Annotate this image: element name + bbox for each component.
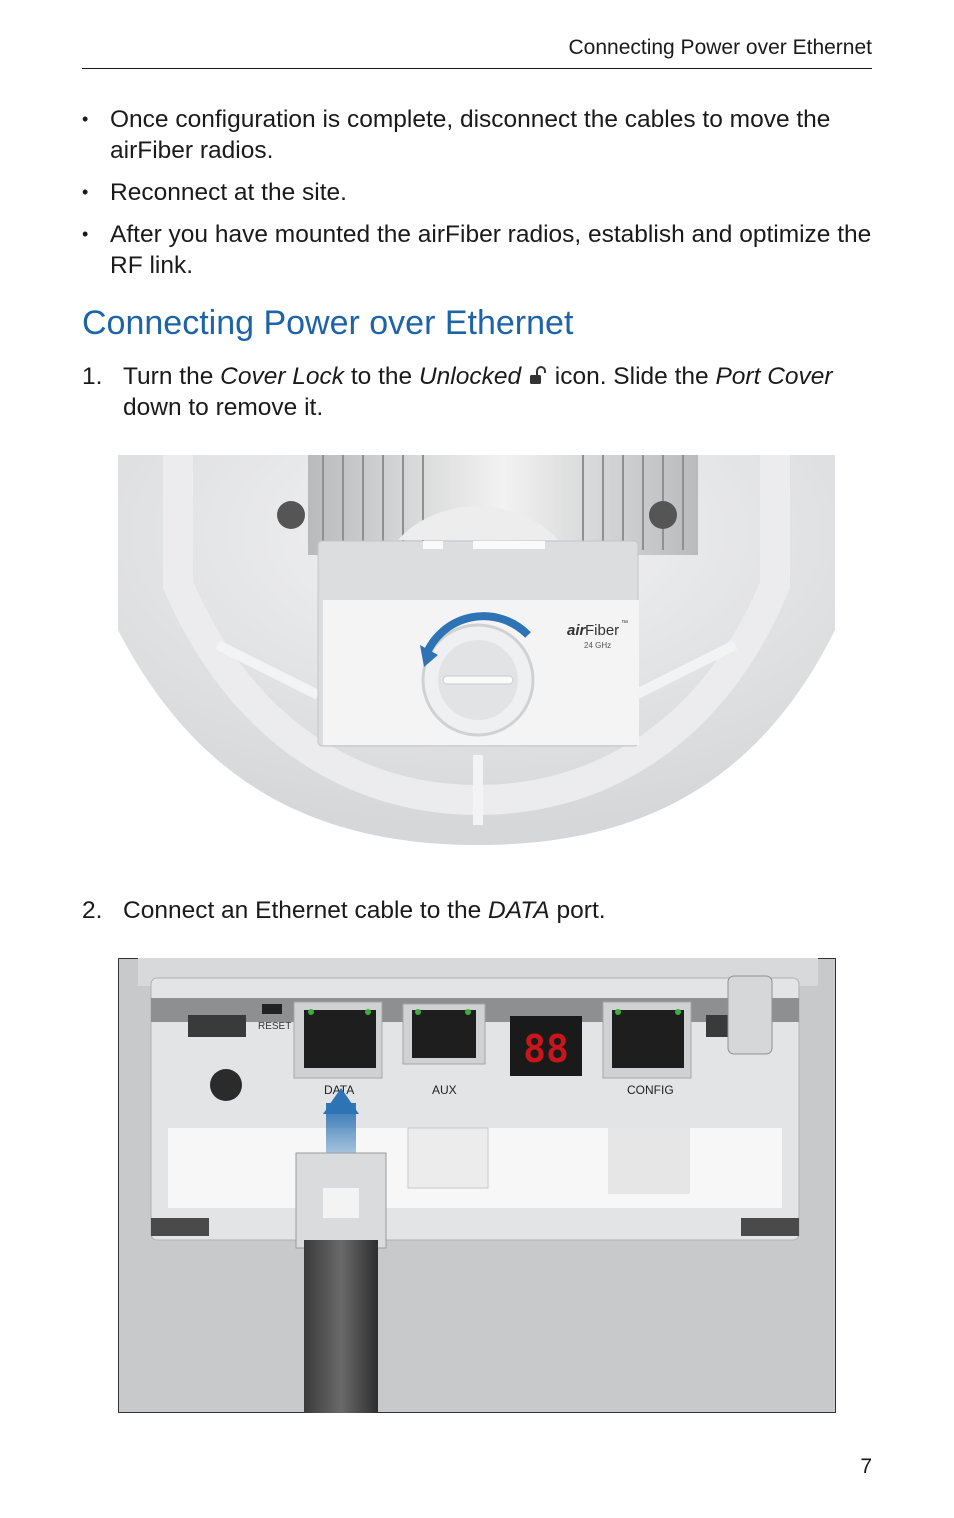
- aux-led: [415, 1009, 421, 1015]
- figure-unlock-port-cover: air Fiber ™ 24 GHz: [118, 455, 835, 845]
- bullet-dot: •: [82, 182, 89, 202]
- aux-led: [465, 1009, 471, 1015]
- rotation-arrow: [422, 612, 531, 657]
- brand-air: air: [567, 622, 587, 639]
- step-1: 1. Turn the Cover Lock to the Unlocked i…: [82, 361, 872, 423]
- reset-button: [262, 1004, 282, 1014]
- config-led: [615, 1009, 621, 1015]
- unlocked-term: Unlocked: [418, 363, 522, 390]
- running-header: Connecting Power over Ethernet: [568, 36, 872, 59]
- config-led: [675, 1009, 681, 1015]
- bullet-text: Once configuration is complete, disconne…: [110, 106, 831, 164]
- dish-rib: [632, 640, 738, 700]
- aux-well: [407, 1127, 489, 1189]
- ground-lug: [210, 1069, 242, 1101]
- bullet-item: • Reconnect at the site.: [82, 177, 872, 208]
- data-link-led: [308, 1009, 314, 1015]
- brand-fiber: Fiber: [585, 622, 619, 639]
- config-label: CONFIG: [627, 1083, 674, 1097]
- cover-lock-slot: [442, 675, 514, 685]
- heatsink-fins: [322, 455, 684, 550]
- section-title: Connecting Power over Ethernet: [82, 304, 574, 342]
- bullet-item: • Once configuration is complete, disconn…: [82, 104, 872, 166]
- config-well: [608, 1128, 690, 1194]
- aux-port: [412, 1010, 476, 1058]
- bullet-text: Reconnect at the site.: [110, 179, 347, 206]
- insert-arrow-head: [323, 1088, 359, 1114]
- mount-bolt: [277, 501, 305, 529]
- step-text: Connect an Ethernet cable to the DATA po…: [123, 897, 606, 924]
- cover-tab: [423, 541, 443, 549]
- display-digits: 88: [523, 1027, 569, 1071]
- bullet-list: • Once configuration is complete, disconn…: [82, 104, 872, 292]
- data-port-term: DATA: [488, 897, 550, 924]
- ethernet-cable: [304, 1240, 378, 1413]
- side-latch: [727, 975, 773, 1055]
- step-number: 1.: [82, 363, 103, 390]
- bullet-dot: •: [82, 109, 89, 129]
- page-number: 7: [860, 1455, 872, 1478]
- rotation-arrowhead: [420, 645, 438, 667]
- header-rule: [82, 68, 872, 69]
- cover-lock-term: Cover Lock: [220, 363, 345, 390]
- brand-tm: ™: [621, 620, 628, 627]
- bullet-text: After you have mounted the airFiber radi…: [110, 221, 872, 279]
- cover-tab: [473, 541, 545, 549]
- dish-rib: [215, 640, 321, 700]
- panel-foot: [741, 1218, 799, 1236]
- data-port: [304, 1010, 376, 1068]
- bullet-dot: •: [82, 224, 89, 244]
- frequency-label: 24 GHz: [584, 641, 611, 650]
- step-number: 2.: [82, 897, 103, 924]
- data-label: DATA: [324, 1083, 354, 1097]
- config-port: [612, 1010, 684, 1068]
- rj45-clip: [323, 1188, 359, 1218]
- port-cover-term: Port Cover: [715, 363, 833, 390]
- figure-connect-data-port: RESET 88 DATA AUX CONFIG: [118, 958, 836, 1413]
- led-display: [510, 1016, 582, 1076]
- reset-label: RESET: [258, 1021, 291, 1032]
- unlocked-icon: [529, 366, 546, 384]
- aux-label: AUX: [432, 1083, 457, 1097]
- mount-bolt: [649, 501, 677, 529]
- panel-slot: [188, 1015, 246, 1037]
- panel-foot: [151, 1218, 209, 1236]
- bullet-item: • After you have mounted the airFiber rad…: [82, 219, 872, 281]
- data-activity-led: [365, 1009, 371, 1015]
- logo-plate: [398, 506, 558, 540]
- step-2: 2. Connect an Ethernet cable to the DATA…: [82, 895, 872, 926]
- step-text: Turn the Cover Lock to the Unlocked icon…: [123, 363, 833, 421]
